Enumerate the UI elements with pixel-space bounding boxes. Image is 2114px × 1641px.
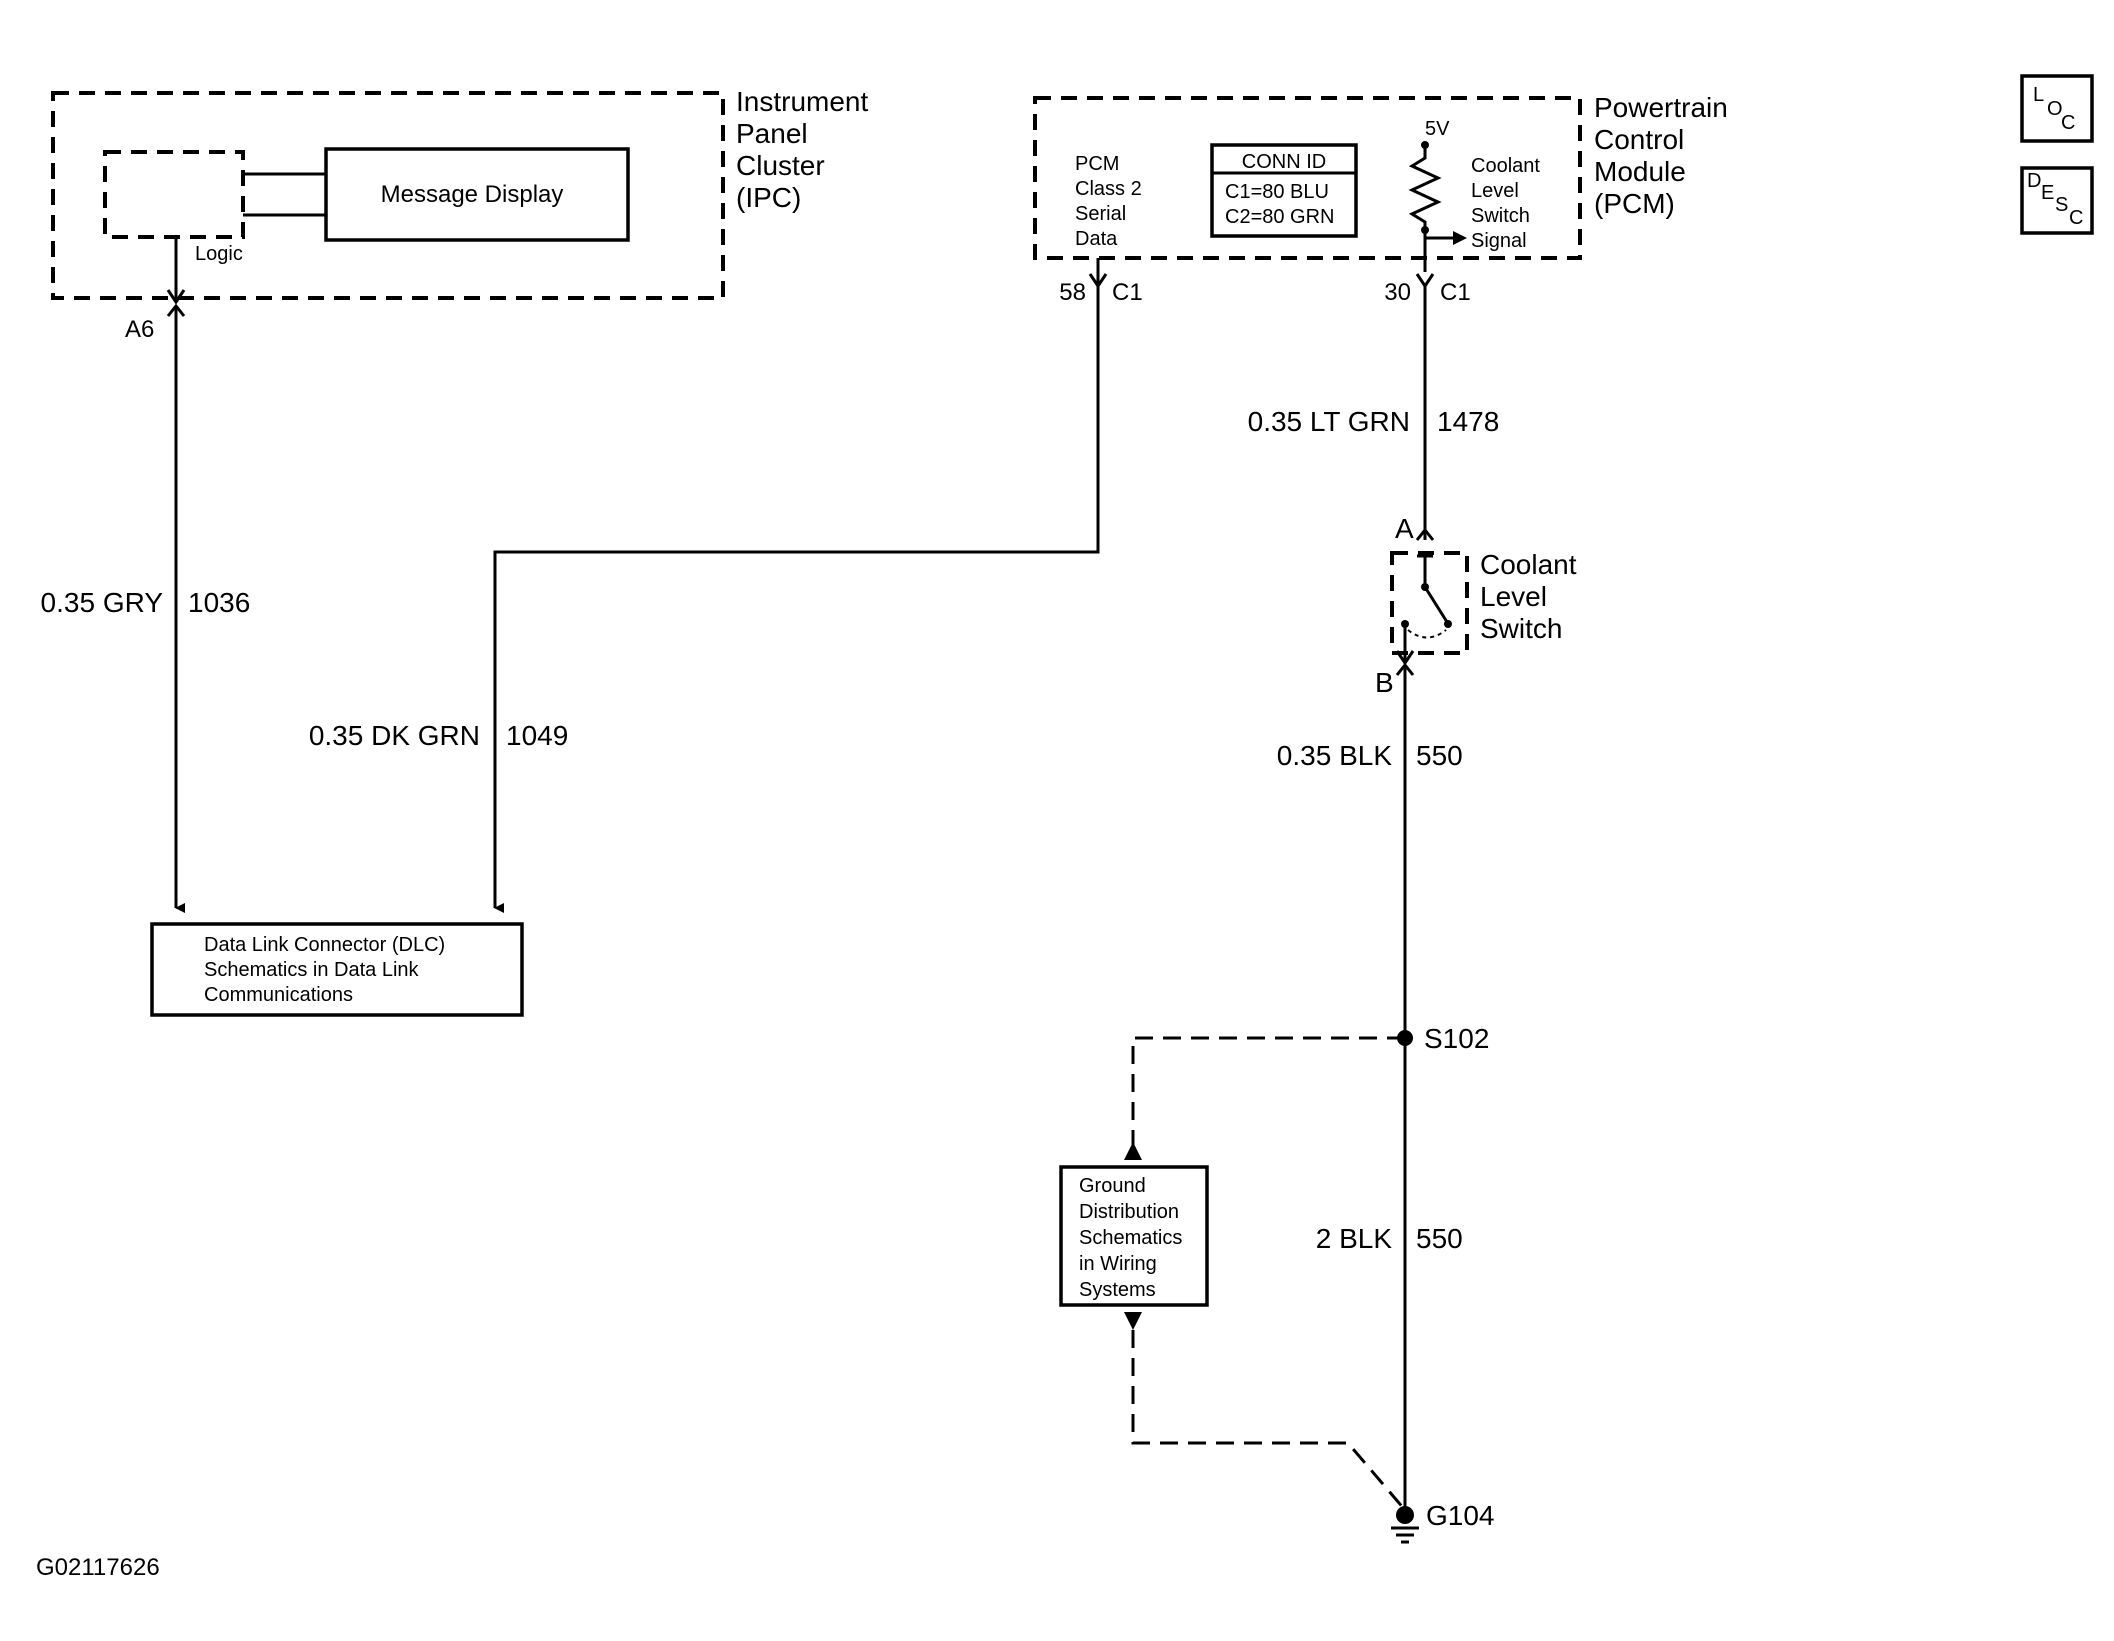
- dlc-line-1: Data Link Connector (DLC): [204, 934, 445, 956]
- ground-dist-line-3: Schematics: [1079, 1227, 1182, 1249]
- wire-blk2-circuit: 550: [1416, 1223, 1463, 1254]
- svg-text:Serial: Serial: [1075, 203, 1126, 225]
- ground-dist-line-1: Ground: [1079, 1175, 1146, 1197]
- svg-text:Panel: Panel: [736, 118, 808, 149]
- svg-text:Level: Level: [1480, 581, 1547, 612]
- svg-text:Signal: Signal: [1471, 230, 1527, 252]
- wire-blk-550-upper: 0.35 BLK 550: [1277, 665, 1463, 1038]
- pcm-dashed-border: [1033, 96, 1582, 260]
- pcm-pin-30-connector: 30 C1: [1384, 273, 1471, 306]
- pcm-title: Powertrain Control Module (PCM): [1594, 92, 1728, 219]
- wire-dk-grn-circuit: 1049: [506, 720, 568, 751]
- figure-id: G02117626: [36, 1554, 160, 1581]
- dlc-line-3: Communications: [204, 984, 353, 1006]
- svg-text:C: C: [2069, 207, 2083, 229]
- pcm-serial-data-label: PCM Class 2 Serial Data: [1075, 153, 1142, 250]
- wire-lt-grn-gauge: 0.35 LT GRN: [1248, 406, 1410, 437]
- pcm-pin-30-conn: C1: [1440, 279, 1471, 306]
- pcm-conn-id-table: CONN ID C1=80 BLU C2=80 GRN: [1210, 143, 1358, 238]
- svg-text:Data: Data: [1075, 228, 1118, 250]
- pcm-coolant-signal-label: Coolant Level Switch Signal: [1471, 155, 1540, 252]
- ipc-a6-connector: [166, 237, 186, 317]
- ground-dist-line-4: in Wiring: [1079, 1253, 1157, 1275]
- svg-text:Coolant: Coolant: [1480, 549, 1577, 580]
- svg-text:CONN ID: CONN ID: [1242, 151, 1326, 173]
- wire-lt-grn-1478: 0.35 LT GRN 1478: [1248, 286, 1499, 540]
- ground-dist-line-2: Distribution: [1079, 1201, 1179, 1223]
- wire-lt-grn-circuit: 1478: [1437, 406, 1499, 437]
- wire-gry-circuit: 1036: [188, 587, 250, 618]
- ipc-logic-block: [103, 150, 245, 239]
- wire-blk1-gauge: 0.35 BLK: [1277, 740, 1393, 771]
- ipc-pin-a6: A6: [125, 316, 154, 343]
- svg-text:C: C: [2061, 112, 2075, 134]
- powertrain-control-module: PCM Class 2 Serial Data CONN ID C1=80 BL…: [1033, 92, 1728, 272]
- svg-text:Class 2: Class 2: [1075, 178, 1142, 200]
- wire-blk1-circuit: 550: [1416, 740, 1463, 771]
- instrument-panel-cluster: Message Display Logic Instrument Panel C…: [51, 86, 868, 343]
- pcm-pullup-resistor: 5V: [1408, 118, 1467, 272]
- svg-text:Switch: Switch: [1480, 613, 1562, 644]
- desc-icon[interactable]: D E S C: [2020, 166, 2094, 235]
- svg-text:Coolant: Coolant: [1471, 155, 1540, 177]
- ipc-dashed-border: [51, 91, 725, 300]
- ground-dist-line-5: Systems: [1079, 1279, 1156, 1301]
- pcm-pin-58-number: 58: [1059, 279, 1086, 306]
- svg-text:C2=80 GRN: C2=80 GRN: [1225, 206, 1335, 228]
- wire-dk-grn-1049: 0.35 DK GRN 1049: [309, 302, 1100, 913]
- ground-distribution-box[interactable]: Ground Distribution Schematics in Wiring…: [1059, 1165, 1209, 1307]
- pcm-pin-58-connector: 58 C1: [1059, 258, 1143, 306]
- wire-gry-gauge: 0.35 GRY: [41, 587, 164, 618]
- switch-title: Coolant Level Switch: [1480, 549, 1577, 644]
- ground-g104-label: G104: [1426, 1500, 1495, 1531]
- switch-dashed-border: [1390, 551, 1469, 655]
- svg-text:Instrument: Instrument: [736, 86, 868, 117]
- svg-text:D: D: [2027, 170, 2041, 192]
- dlc-box[interactable]: Data Link Connector (DLC) Schematics in …: [150, 922, 524, 1017]
- svg-text:C1=80 BLU: C1=80 BLU: [1225, 181, 1329, 203]
- splice-s102-label: S102: [1424, 1023, 1489, 1054]
- svg-text:L: L: [2033, 84, 2044, 106]
- ipc-message-display-label: Message Display: [381, 181, 564, 208]
- switch-pin-b: B: [1375, 667, 1394, 698]
- svg-text:Control: Control: [1594, 124, 1684, 155]
- splice-s102: S102: [1397, 1023, 1489, 1054]
- svg-text:Level: Level: [1471, 180, 1519, 202]
- dlc-line-2: Schematics in Data Link: [204, 959, 420, 981]
- ipc-message-display-box: [324, 147, 630, 242]
- ipc-logic-display-link: [243, 172, 326, 217]
- svg-text:Powertrain: Powertrain: [1594, 92, 1728, 123]
- switch-pin-a: A: [1395, 513, 1414, 544]
- svg-text:Module: Module: [1594, 156, 1686, 187]
- wire-blk-550-lower: 2 BLK 550: [1316, 1038, 1463, 1515]
- svg-text:E: E: [2041, 182, 2054, 204]
- wire-gry-1036: 0.35 GRY 1036: [41, 306, 250, 913]
- ground-g104: G104: [1391, 1500, 1495, 1544]
- loc-icon[interactable]: L O C: [2020, 74, 2094, 143]
- svg-text:O: O: [2047, 98, 2063, 120]
- wire-dk-grn-gauge: 0.35 DK GRN: [309, 720, 480, 751]
- pcm-pin-58-conn: C1: [1112, 279, 1143, 306]
- svg-text:PCM: PCM: [1075, 153, 1119, 175]
- wire-blk2-gauge: 2 BLK: [1316, 1223, 1393, 1254]
- pcm-5v-label: 5V: [1425, 118, 1450, 140]
- ipc-logic-label: Logic: [195, 243, 243, 265]
- coolant-level-switch: A Coolant Level Switch B: [1375, 513, 1577, 698]
- pcm-pin-30-number: 30: [1384, 279, 1411, 306]
- ipc-title: Instrument Panel Cluster (IPC): [736, 86, 868, 213]
- svg-text:S: S: [2055, 194, 2068, 216]
- svg-text:Cluster: Cluster: [736, 150, 825, 181]
- ground-distribution-links: [1124, 1036, 1407, 1511]
- svg-text:Switch: Switch: [1471, 205, 1530, 227]
- svg-text:(PCM): (PCM): [1594, 188, 1675, 219]
- svg-text:(IPC): (IPC): [736, 182, 801, 213]
